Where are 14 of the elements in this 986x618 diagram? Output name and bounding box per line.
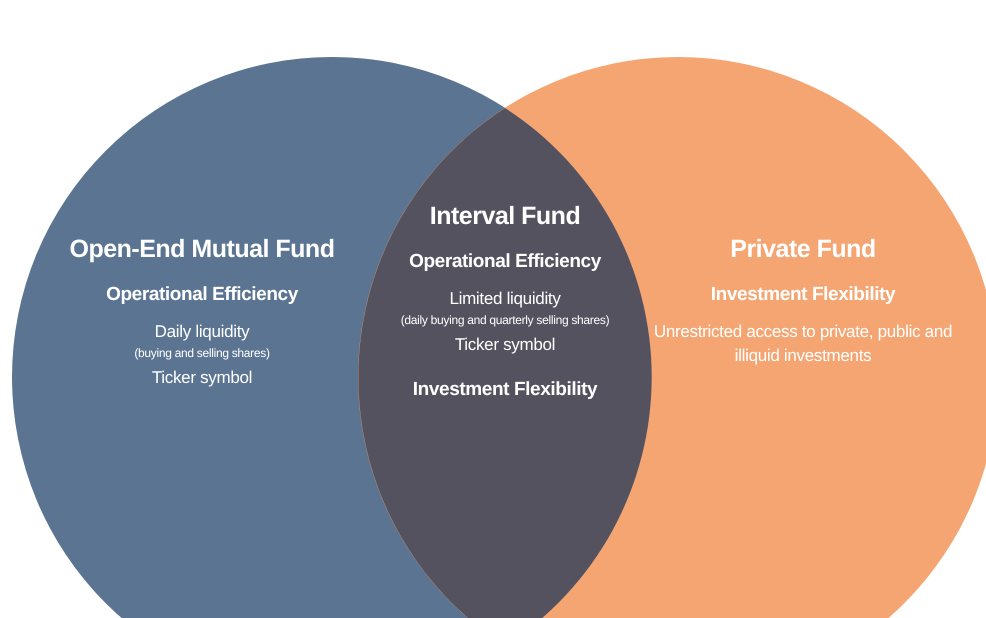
feature-text: Ticker symbol — [454, 334, 556, 356]
fund-title: Open-End Mutual Fund — [70, 235, 334, 264]
feature-text: Ticker symbol — [152, 367, 252, 389]
feature-text: Limited liquidity — [449, 288, 561, 310]
feature-note: (daily buying and quarterly selling shares) — [400, 312, 610, 329]
feature-text: Daily liquidity — [154, 321, 250, 343]
feature-note: (buying and selling shares) — [134, 345, 270, 362]
feature-text: Unrestricted access to private, public and illiquid investments — [653, 321, 953, 367]
section-heading: Operational Efficiency — [106, 284, 298, 306]
fund-title: Private Fund — [730, 235, 876, 264]
section-heading: Investment Flexibility — [710, 284, 896, 306]
section-heading: Investment Flexibility — [412, 379, 598, 401]
section-heading: Operational Efficiency — [409, 251, 601, 273]
fund-title: Interval Fund — [430, 202, 580, 231]
